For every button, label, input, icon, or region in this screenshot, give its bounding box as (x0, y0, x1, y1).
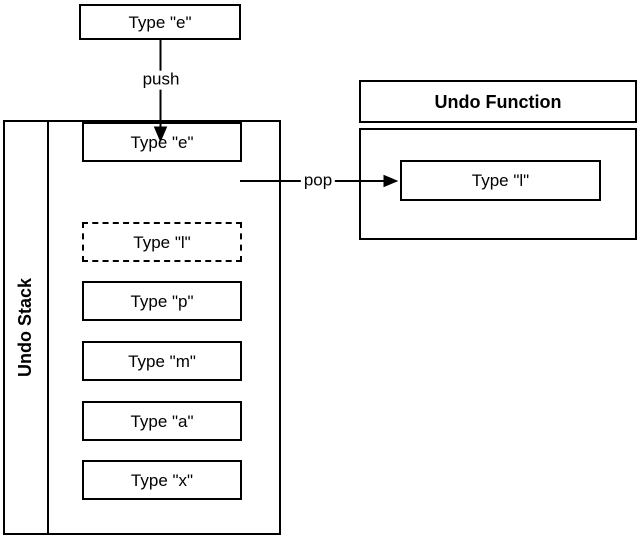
undo-stack-container: Undo Stack Type "l" Type "p" Type "m" Ty… (3, 120, 281, 535)
pop-label: pop (300, 171, 336, 191)
stack-item-label: Type "m" (128, 351, 196, 371)
input-keystroke-box: Type "e" (79, 4, 241, 40)
undo-stack-title-column: Undo Stack (5, 122, 49, 533)
stack-item-label: Type "p" (130, 291, 194, 311)
stack-item-label: Type "x" (130, 470, 194, 490)
stack-item: Type "m" (82, 341, 242, 381)
undo-function-title: Undo Function (434, 91, 562, 112)
undo-function-body: Type "l" (359, 128, 637, 240)
input-keystroke-label: Type "e" (128, 12, 192, 32)
stack-item: Type "p" (82, 281, 242, 321)
stack-item: Type "a" (82, 401, 242, 441)
undo-function-item: Type "l" (400, 160, 601, 201)
stack-item-label: Type "a" (130, 411, 194, 431)
stack-item-label: Type "e" (130, 132, 194, 152)
stack-item-label: Type "l" (133, 232, 191, 252)
undo-function-title-box: Undo Function (359, 80, 637, 123)
stack-item-top-dashed: Type "l" (82, 222, 242, 262)
undo-function-item-label: Type "l" (471, 171, 530, 190)
undo-stack-title: Undo Stack (15, 277, 36, 378)
stack-item: Type "x" (82, 460, 242, 500)
push-label: push (139, 70, 183, 90)
stack-item: Type "e" (82, 122, 242, 162)
